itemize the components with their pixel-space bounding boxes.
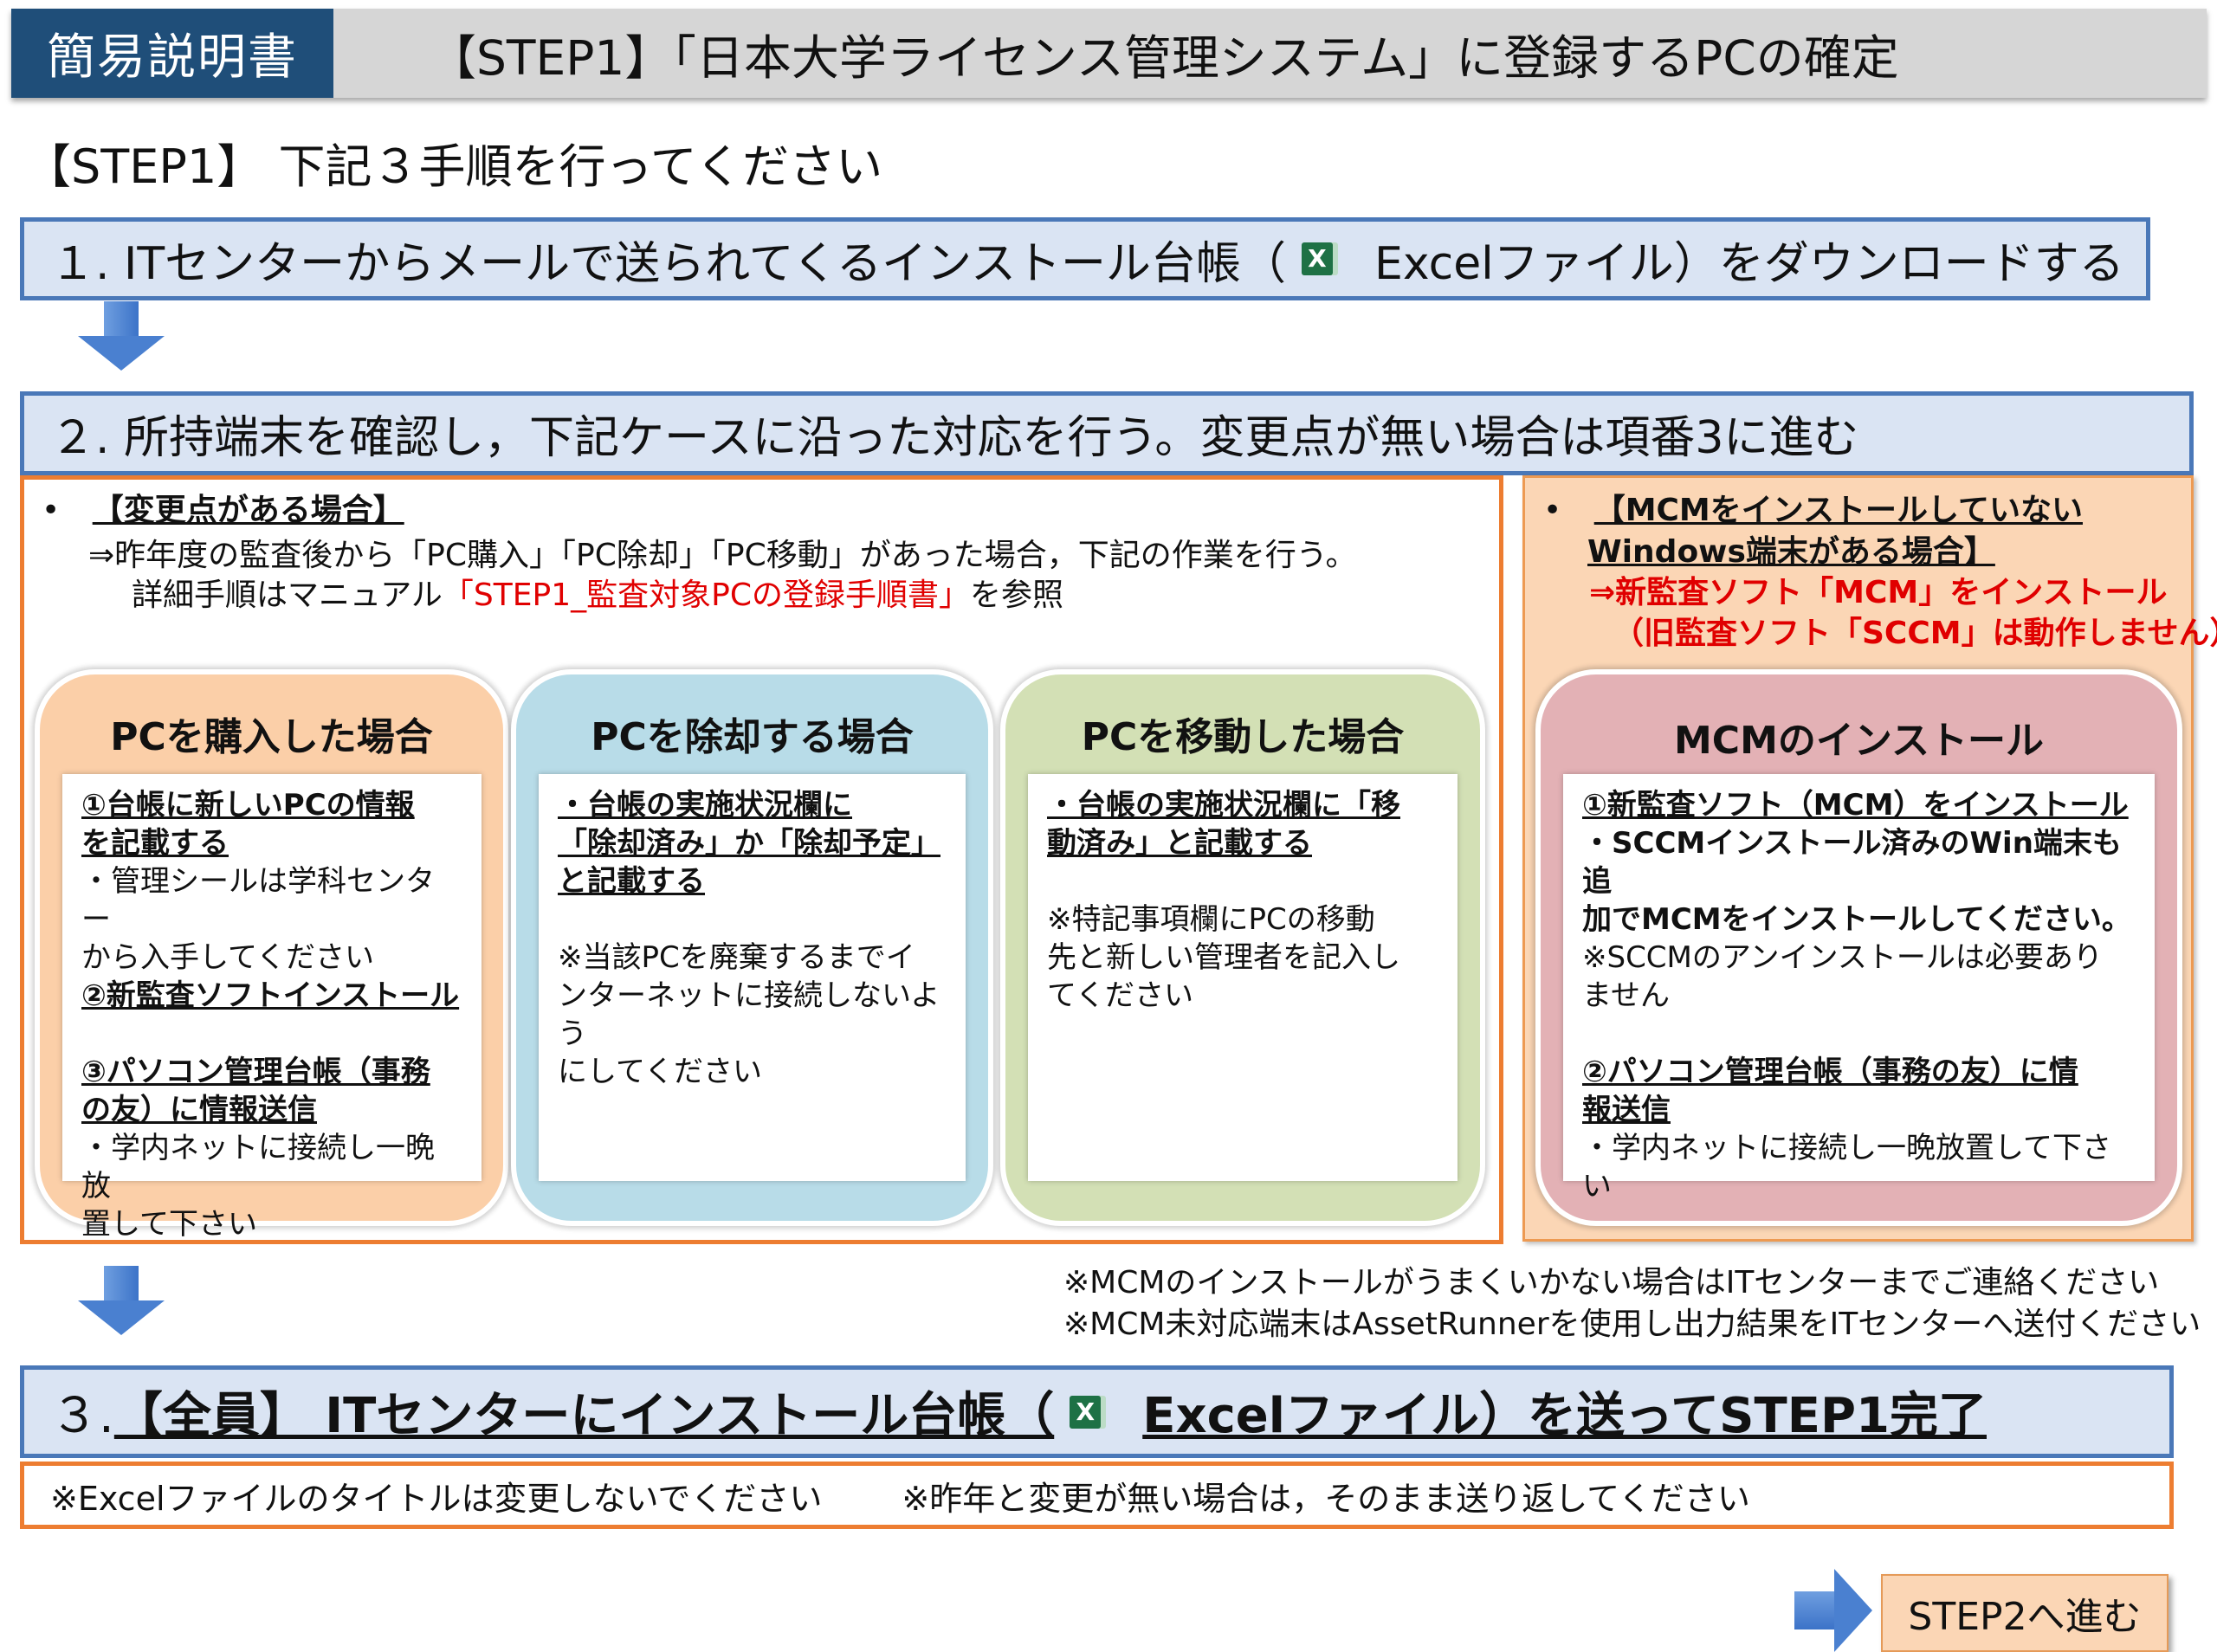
card-step-heading: 報送信	[1582, 1093, 1671, 1127]
step-3-text-before: 【全員】 ITセンターにインストール台帳（	[113, 1388, 1055, 1444]
next-step-button[interactable]: STEP2へ進む	[1881, 1574, 2169, 1652]
footnote-1: ※MCMのインストールがうまくいかない場合はITセンターまでご連絡ください	[1063, 1265, 2160, 1300]
card-mcm-install: MCMのインストール ①新監査ソフト（MCM）をインストール ・SCCMインスト…	[1535, 669, 2182, 1226]
step-3-number: ３.	[50, 1388, 114, 1444]
step-1-box: １. ITセンターからメールで送られてくるインストール台帳（ X Excelファ…	[20, 217, 2150, 300]
card-body: ①台帳に新しいPCの情報 を記載する ・管理シールは学科センター から入手してく…	[62, 774, 482, 1242]
step-2-box: ２. 所持端末を確認し，下記ケースに沿った対応を行う。変更点が無い場合は項番3に…	[20, 391, 2194, 475]
mcm-heading-text-1: 【MCMをインストールしていない	[1593, 493, 2083, 528]
card-text: ません	[1582, 978, 1670, 1013]
card-step-heading: ①台帳に新しいPCの情報	[81, 788, 415, 823]
mcm-red-line-2: （旧監査ソフト「SCCM」は動作しません）	[1613, 616, 2217, 651]
card-moved-pc: PCを移動した場合 ・台帳の実施状況欄に「移 動済み」と記載する ※特記事項欄に…	[1000, 669, 1485, 1226]
card-text: ・学内ネットに接続し一晩放置して下さ	[1582, 1131, 2111, 1165]
card-step-heading: 「除却済み」か「除却予定」	[558, 826, 940, 861]
card-text: にしてください	[558, 1055, 762, 1089]
card-bold-text: 加でMCMをインストールしてください。	[1582, 902, 2131, 937]
footnotes: ※MCMのインストールがうまくいかない場合はITセンターまでご連絡ください ※M…	[1063, 1262, 2201, 1345]
changes-line-1: ⇒昨年度の監査後から「PC購入」「PC除却」「PC移動」があった場合，下記の作業…	[88, 538, 1357, 573]
card-step-heading: ①新監査ソフト（MCM）をインストール	[1582, 788, 2129, 823]
note-1: ※Excelファイルのタイトルは変更しないでください	[50, 1479, 823, 1518]
footnote-2: ※MCM未対応端末はAssetRunnerを使用し出力結果をITセンターへ送付く…	[1063, 1307, 2201, 1342]
card-remove-pc: PCを除却する場合 ・台帳の実施状況欄に 「除却済み」か「除却予定」 と記載する…	[511, 669, 993, 1226]
card-body: ・台帳の実施状況欄に「移 動済み」と記載する ※特記事項欄にPCの移動 先と新し…	[1028, 774, 1458, 1181]
card-text: ※特記事項欄にPCの移動	[1047, 902, 1375, 937]
card-text: 先と新しい管理者を記入し	[1047, 940, 1400, 975]
step-1-text-after: Excelファイル）をダウンロードする	[1374, 237, 2124, 290]
manual-prefix: 詳細手順はマニュアル	[132, 578, 443, 613]
page-title: 【STEP1】「日本大学ライセンス管理システム」に登録するPCの確定	[429, 29, 1899, 86]
card-body: ・台帳の実施状況欄に 「除却済み」か「除却予定」 と記載する ※当該PCを廃棄す…	[539, 774, 966, 1181]
changes-heading: • 【変更点がある場合】	[42, 485, 404, 530]
card-title: PCを除却する場合	[591, 715, 914, 759]
bullet: •	[1543, 493, 1562, 528]
card-step-heading: 動済み」と記載する	[1047, 826, 1312, 861]
card-text: から入手してください	[81, 940, 374, 975]
header-bar	[11, 9, 2207, 98]
card-text: ・管理シールは学科センター	[81, 864, 435, 937]
card-step-heading: ・台帳の実施状況欄に	[558, 788, 852, 823]
mcm-heading-1: • 【MCMをインストールしていない	[1543, 485, 2083, 530]
step-1-text-before: １. ITセンターからメールで送られてくるインストール台帳（	[50, 237, 1286, 290]
excel-icon: X	[1301, 242, 1333, 275]
card-purchased-pc: PCを購入した場合 ①台帳に新しいPCの情報 を記載する ・管理シールは学科セン…	[35, 669, 508, 1242]
bullet: •	[42, 493, 61, 528]
card-step-heading: ②パソコン管理台帳（事務の友）に情	[1582, 1055, 2078, 1089]
card-title: PCを移動した場合	[1081, 715, 1405, 759]
card-step-heading: ②新監査ソフトインストール	[81, 978, 460, 1013]
card-body: ①新監査ソフト（MCM）をインストール ・SCCMインストール済みのWin端末も…	[1563, 774, 2155, 1204]
card-step-heading: の友）に情報送信	[81, 1093, 317, 1127]
step-2-text: ２. 所持端末を確認し，下記ケースに沿った対応を行う。変更点が無い場合は項番3に…	[50, 412, 1859, 464]
down-arrow-icon	[78, 1266, 165, 1335]
card-title: MCMのインストール	[1674, 719, 2044, 763]
note-2: ※昨年と変更が無い場合は，そのまま送り返してください	[902, 1479, 1750, 1518]
card-text: い	[1582, 1169, 1612, 1204]
document-type-tag: 簡易説明書	[11, 9, 333, 98]
step-3-text-after: Excelファイル）を送ってSTEP1完了	[1142, 1388, 1987, 1444]
changes-panel	[20, 475, 1503, 1244]
step-3-box: ３. 【全員】 ITセンターにインストール台帳（ X Excelファイル）を送っ…	[20, 1365, 2174, 1458]
card-step-heading: ③パソコン管理台帳（事務	[81, 1055, 430, 1089]
changes-line-2: 詳細手順はマニュアル「STEP1_監査対象PCの登録手順書」を参照	[132, 570, 1063, 615]
card-step-heading: ・台帳の実施状況欄に「移	[1047, 788, 1400, 823]
card-step-heading: と記載する	[558, 864, 705, 899]
manual-reference: 「STEP1_監査対象PCの登録手順書」	[442, 578, 970, 613]
card-text: ※当該PCを廃棄するまでイ	[558, 940, 915, 975]
notes-bar: ※Excelファイルのタイトルは変更しないでください ※昨年と変更が無い場合は，…	[20, 1462, 2174, 1529]
card-text: ・学内ネットに接続し一晩放	[81, 1131, 435, 1204]
step1-heading: 【STEP1】 下記３手順を行ってください	[24, 139, 883, 194]
right-arrow-icon	[1794, 1569, 1872, 1652]
changes-heading-text: 【変更点がある場合】	[92, 493, 404, 528]
mcm-heading-2: Windows端末がある場合】	[1587, 534, 1995, 570]
card-title: PCを購入した場合	[110, 715, 433, 759]
manual-suffix: を参照	[969, 578, 1063, 613]
card-text: 置して下さい	[81, 1207, 257, 1242]
card-text: ンターネットに接続しないよう	[558, 978, 940, 1051]
card-text: てください	[1047, 978, 1193, 1013]
excel-icon: X	[1070, 1395, 1102, 1429]
card-bold-text: ・SCCMインストール済みのWin端末も追	[1582, 826, 2122, 899]
down-arrow-icon	[78, 301, 165, 371]
card-text: ※SCCMのアンインストールは必要あり	[1582, 940, 2103, 975]
mcm-red-line-1: ⇒新監査ソフト「MCM」をインストール	[1589, 575, 2168, 610]
card-step-heading: を記載する	[81, 826, 229, 861]
